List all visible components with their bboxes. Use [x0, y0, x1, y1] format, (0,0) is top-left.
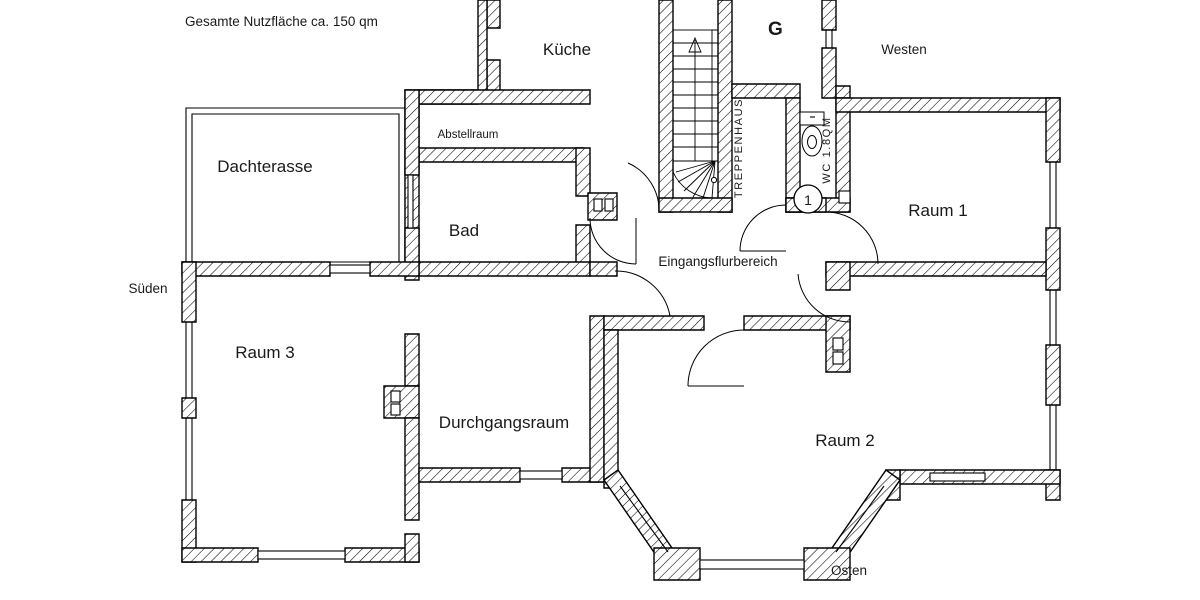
wall-abstellraum-north [418, 89, 591, 105]
raum3-pier-opening-a [390, 390, 401, 403]
compass-label-osten: Osten [831, 563, 867, 578]
window-bay-bottom [699, 559, 805, 570]
wall-north-right-wing [835, 97, 1061, 113]
wall-raum1-south [825, 261, 1047, 277]
wall-raum3-south-left [181, 547, 259, 563]
wall-bay-bottom-left [653, 547, 701, 581]
wall-east-facade-mid [1045, 227, 1061, 291]
wall-hall-north-left [589, 261, 618, 277]
wall-raum3-west-mid [181, 397, 197, 419]
pier-opening-b [604, 198, 614, 212]
wall-raum3-east-foot [404, 533, 420, 563]
door-swings [589, 162, 879, 387]
bay-inner-line-left [619, 485, 669, 553]
wall-raum3-west-top [181, 261, 197, 323]
wall-kueche-left [486, 0, 501, 29]
marker-one-circle [793, 184, 823, 214]
door-bay-raum2 [687, 329, 745, 387]
wall-stair-west [658, 0, 674, 213]
staircase [672, 29, 719, 199]
compass-label-sueden: Süden [128, 281, 167, 296]
wall-bad-east [575, 147, 591, 197]
window-raum3-west-upper [185, 322, 193, 398]
wall-raum1-southwest-pier [825, 261, 851, 291]
wall-topright-outer-lower [821, 47, 837, 99]
walls-group [181, 0, 1061, 581]
window-east-c [1049, 405, 1057, 470]
window-durchgang-south [519, 470, 563, 480]
wall-terrace-east-upper [404, 89, 420, 176]
terrace-door-glass [407, 174, 414, 229]
marker-one-group: 1 [793, 184, 823, 214]
wall-topright-return [835, 85, 851, 99]
door-stair-hall [627, 162, 660, 213]
wall-topright-outer [821, 0, 837, 31]
window-east-a [1049, 162, 1057, 228]
room-label-durchgangsraum: Durchgangsraum [439, 413, 569, 432]
wall-east-facade-mid2 [1045, 344, 1061, 406]
wall-bay-west-vertical [603, 329, 619, 489]
wall-hall-west-vertical [589, 315, 605, 483]
wall-raum3-east-lower [404, 417, 420, 521]
bay-inner-line-right [835, 485, 885, 553]
wc-toilet-fixture [799, 111, 825, 157]
room-label-raum2: Raum 2 [815, 431, 875, 450]
wall-east-facade-top [1045, 97, 1061, 163]
room-label-raum3: Raum 3 [235, 343, 295, 362]
raum3-pier-opening-b [390, 403, 401, 416]
wc-door-opening [838, 190, 851, 204]
room-label-treppenhaus: TREPPENHAUS [733, 98, 745, 198]
wall-kueche-left-outer [477, 0, 488, 96]
room-label-eingangsflurbereich: Eingangsflurbereich [658, 254, 777, 269]
hall-pier-opening-a [832, 337, 844, 351]
door-durchgang [614, 270, 671, 317]
door-raum1 [825, 211, 879, 265]
window-east-b [1049, 290, 1057, 345]
wall-raum3-east-pier [383, 385, 420, 419]
wall-durchgang-north [603, 315, 705, 331]
room-label-abstellraum: Abstellraum [438, 129, 499, 141]
wall-abstellraum-south [418, 147, 584, 163]
area-note: Gesamte Nutzfläche ca. 150 qm [185, 14, 378, 29]
window-topright [825, 30, 833, 48]
building-letter: G [768, 19, 783, 40]
door-wc [739, 204, 787, 252]
pier-opening-a [593, 198, 603, 212]
room-label-dachterasse: Dachterasse [217, 157, 312, 176]
window-raum3-west-lower [185, 418, 193, 500]
window-raum2-south [929, 472, 986, 482]
wall-south-block-top2 [369, 261, 420, 277]
room-label-kueche: Küche [543, 40, 591, 59]
marker-one-label: 1 [804, 192, 812, 208]
wall-durchgang-south-left [418, 467, 521, 483]
wall-stair-south [658, 197, 733, 213]
wall-corridor-top [731, 83, 801, 99]
room-label-raum1: Raum 1 [908, 201, 968, 220]
door-raum2 [797, 273, 851, 323]
wall-stair-east [717, 0, 733, 213]
window-terrace-south [329, 264, 371, 274]
hall-pier-opening-b [832, 351, 844, 365]
wall-south-block-top [181, 261, 331, 277]
compass-label-westen: Westen [881, 42, 927, 57]
wall-raum3-east-upper [404, 333, 420, 387]
window-raum3-south [257, 550, 346, 560]
door-bad [589, 217, 637, 265]
wall-bad-south [418, 261, 591, 277]
room-label-bad: Bad [449, 221, 479, 240]
room-label-wc: WC 1.8QM [821, 116, 833, 183]
